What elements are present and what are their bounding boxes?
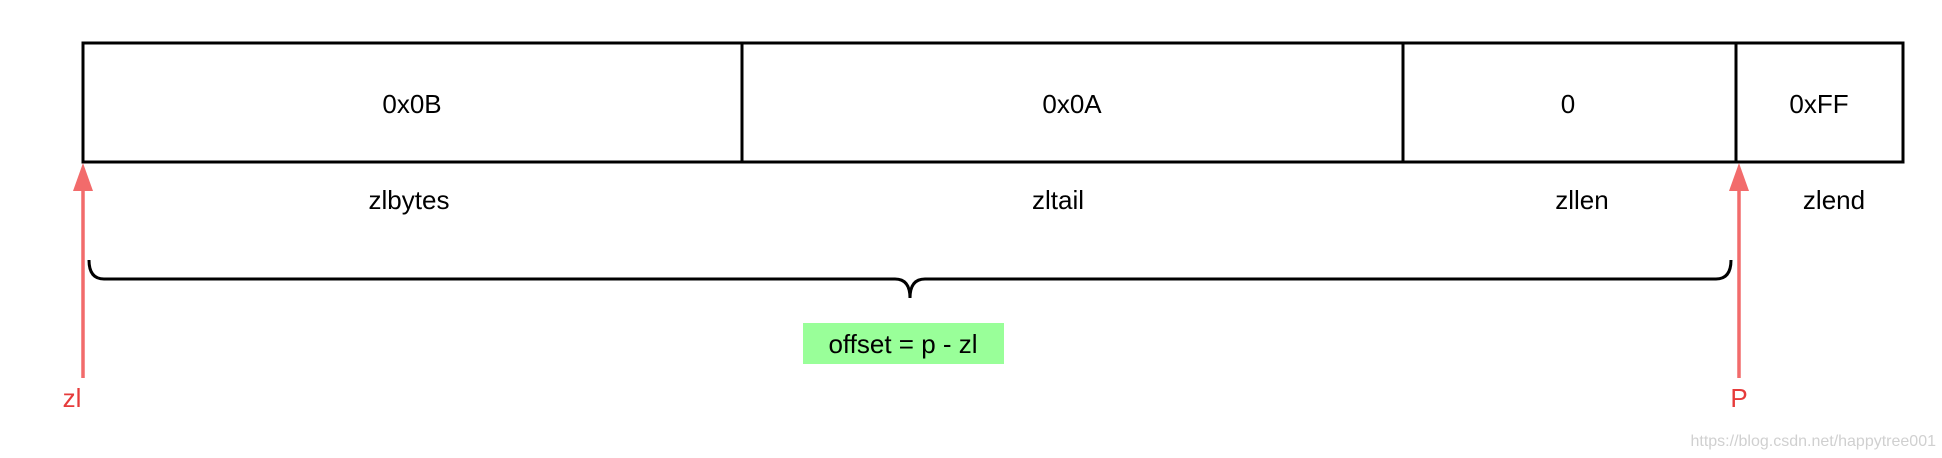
field-name-zlbytes: zlbytes [369,185,450,215]
pointer-p-label: P [1730,383,1747,413]
watermark: https://blog.csdn.net/happytree001 [1690,433,1936,450]
field-value-zlbytes: 0x0B [382,89,441,119]
field-box-zltail [740,41,1405,164]
field-name-zllen: zllen [1555,185,1608,215]
offset-formula: offset = p - zl [803,323,1004,364]
field-value-zllen: 0 [1561,89,1575,119]
pointer-p: P [1729,163,1749,413]
field-name-zltail: zltail [1032,185,1084,215]
field-box-zllen [1401,41,1738,164]
pointer-zl-label: zl [63,383,82,413]
field-box-zlend [1734,41,1905,164]
formula-background [803,323,1004,364]
field-name-zlend: zlend [1803,185,1865,215]
ziplist-field-labels: zlbytes zltail zllen zlend [369,185,1866,215]
field-value-zltail: 0x0A [1042,89,1102,119]
field-value-zlend: 0xFF [1789,89,1848,119]
field-box-zlbytes [81,41,744,164]
pointer-p-arrowhead [1729,163,1749,191]
pointer-zl-arrowhead [73,163,93,191]
offset-brace [87,259,1733,299]
pointer-zl: zl [63,163,93,413]
ziplist-fields: 0x0B 0x0A 0 0xFF [81,41,1905,164]
formula-text: offset = p - zl [828,329,977,359]
